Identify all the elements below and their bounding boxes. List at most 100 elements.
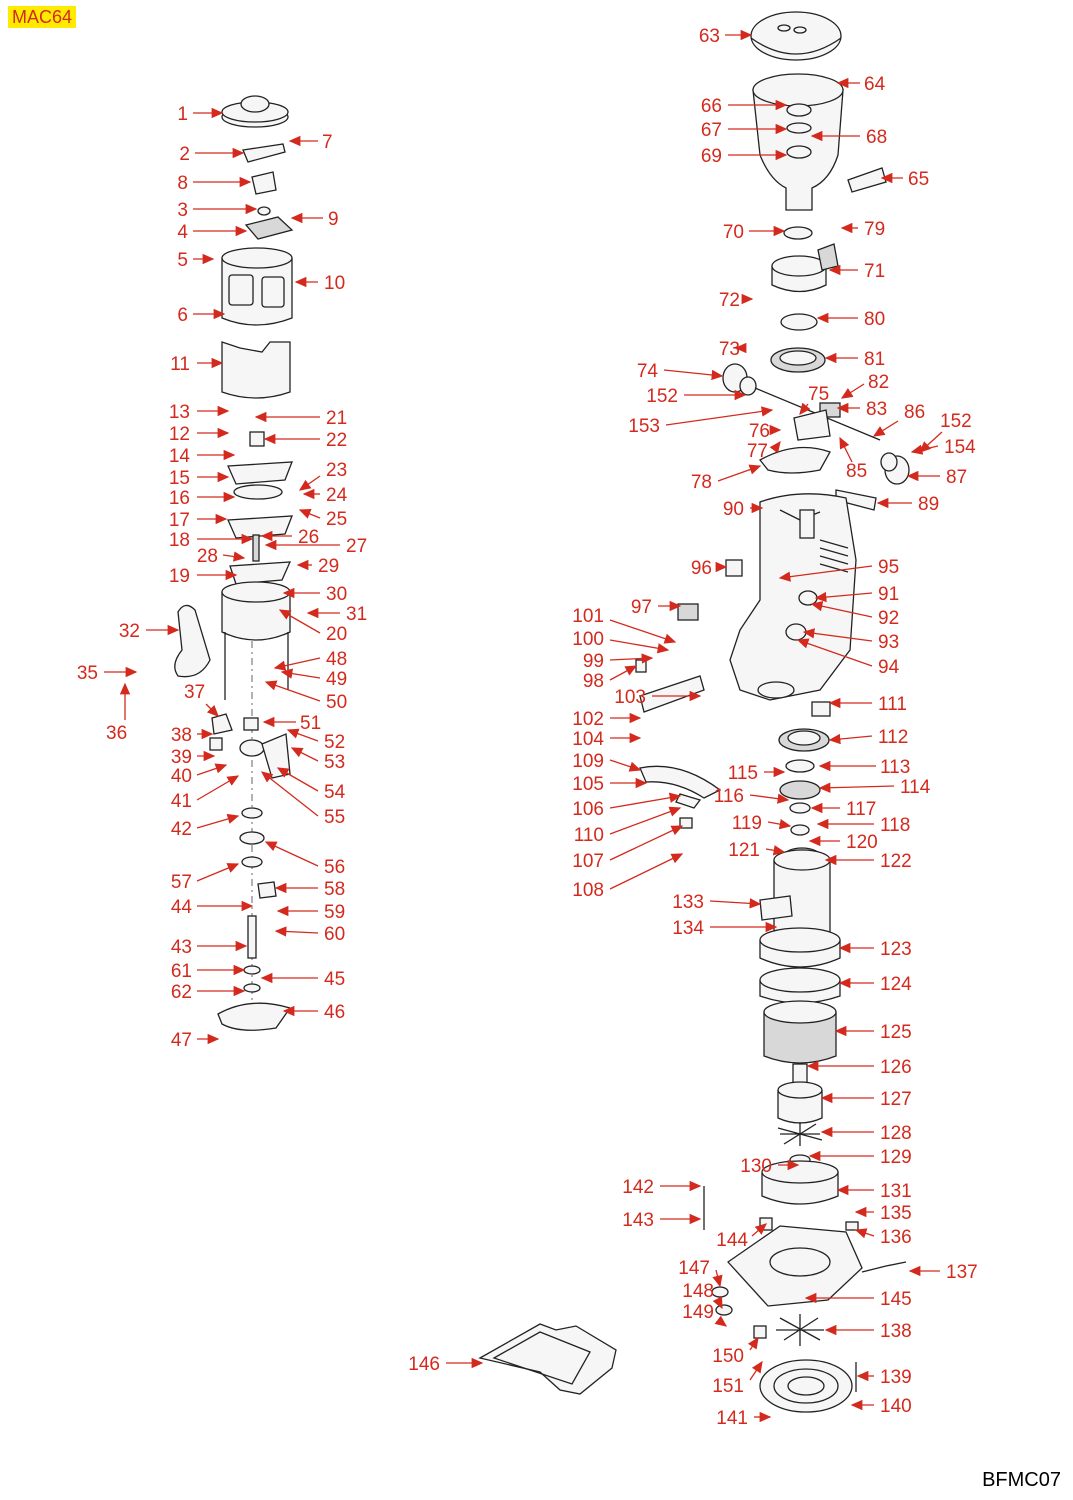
callout-3: 3	[177, 200, 258, 221]
callout-27: 27	[264, 536, 367, 557]
part-number: 41	[171, 791, 192, 812]
callout-135: 135	[854, 1203, 912, 1224]
callout-144: 144	[716, 1223, 767, 1251]
part-number: 35	[77, 663, 98, 684]
callout-93: 93	[802, 628, 899, 653]
callout-45: 45	[260, 969, 345, 990]
part-number: 49	[326, 669, 347, 690]
part-number: 116	[714, 786, 744, 807]
leader-line	[264, 680, 321, 702]
callout-76: 76	[749, 421, 782, 442]
part-number: 36	[106, 723, 127, 744]
part-number: 28	[197, 546, 218, 567]
callout-105: 105	[572, 774, 648, 795]
part-number: 16	[169, 488, 190, 509]
callout-59: 59	[276, 902, 345, 923]
callout-124: 124	[838, 974, 912, 995]
part-number: 61	[171, 961, 192, 982]
part-number: 149	[682, 1302, 714, 1323]
part-number: 72	[719, 290, 740, 311]
part-number: 78	[691, 472, 712, 493]
part-number: 57	[171, 872, 192, 893]
part-number: 99	[583, 651, 604, 672]
callout-119: 119	[732, 813, 792, 834]
callout-69: 69	[701, 146, 788, 167]
part-number: 59	[324, 902, 345, 923]
part-number: 53	[324, 752, 345, 773]
callout-95: 95	[778, 557, 899, 582]
part-number: 86	[904, 402, 925, 423]
leader-line	[278, 609, 321, 634]
leader-line	[298, 475, 321, 491]
part-number: 122	[880, 851, 912, 872]
leader-line	[749, 1360, 763, 1381]
part-number: 95	[878, 557, 899, 578]
part-number: 21	[326, 408, 347, 429]
callout-40: 40	[171, 763, 228, 787]
leader-line	[286, 728, 319, 742]
part-number: 105	[572, 774, 604, 795]
callout-102: 102	[572, 709, 642, 730]
callout-85: 85	[839, 436, 867, 482]
part-number: 18	[169, 530, 190, 551]
left-assembly-drawing	[174, 95, 294, 1031]
callout-55: 55	[260, 771, 345, 828]
callout-16: 16	[169, 488, 236, 509]
callout-115: 115	[728, 763, 786, 784]
leader-line	[196, 813, 240, 829]
callout-107: 107	[572, 825, 684, 872]
callout-2: 2	[179, 144, 245, 165]
leader-line	[196, 763, 228, 776]
leader-line	[778, 565, 873, 582]
callout-106: 106	[572, 792, 682, 820]
callout-7: 7	[288, 132, 333, 153]
leader-line	[767, 819, 792, 830]
callout-41: 41	[171, 775, 240, 812]
leader-line	[196, 775, 240, 801]
part-number: 13	[169, 402, 190, 423]
part-number: 51	[300, 713, 321, 734]
part-number: 90	[723, 499, 744, 520]
part-number: 91	[878, 584, 899, 605]
part-number: 143	[622, 1210, 654, 1231]
part-number: 133	[672, 892, 704, 913]
callout-126: 126	[806, 1057, 912, 1078]
callout-110: 110	[574, 806, 682, 846]
callout-61: 61	[171, 961, 246, 982]
part-number: 40	[171, 766, 192, 787]
leader-line	[828, 733, 873, 745]
part-number: 9	[328, 209, 339, 230]
part-number: 47	[171, 1030, 192, 1051]
callout-116: 116	[714, 786, 790, 807]
callout-152: 152	[646, 386, 747, 407]
part-number: 27	[346, 536, 367, 557]
part-number: 66	[701, 96, 722, 117]
leader-line	[751, 1223, 767, 1237]
part-number: 144	[716, 1230, 748, 1251]
leader-line	[712, 1296, 723, 1310]
part-number: 39	[171, 747, 192, 768]
leader-line	[298, 509, 321, 519]
callout-122: 122	[824, 851, 912, 872]
leader-line	[663, 369, 724, 381]
callout-66: 66	[701, 96, 788, 117]
leader-line	[818, 782, 895, 793]
leader-line	[222, 551, 246, 562]
callout-139: 139	[856, 1367, 912, 1388]
callout-28: 28	[197, 546, 246, 567]
leader-line	[276, 767, 319, 792]
part-number: 63	[699, 26, 720, 47]
callout-148: 148	[682, 1281, 723, 1310]
leader-line	[609, 639, 670, 654]
part-number: 68	[866, 127, 887, 148]
callout-51: 51	[262, 713, 321, 734]
callout-53: 53	[290, 747, 345, 773]
callout-50: 50	[264, 680, 347, 713]
part-number: 24	[326, 485, 348, 506]
part-number: 117	[846, 799, 876, 820]
callout-10: 10	[294, 273, 345, 294]
callout-8: 8	[177, 173, 252, 194]
leader-line	[609, 792, 682, 809]
callout-58: 58	[274, 879, 345, 900]
